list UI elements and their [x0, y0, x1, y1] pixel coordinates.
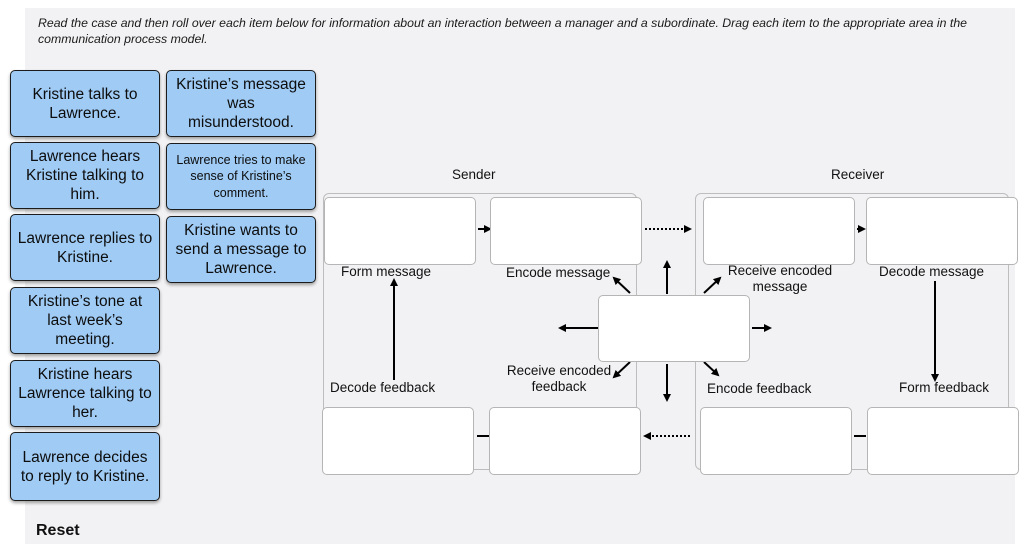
drop-zone-encode-feedback[interactable] — [700, 407, 852, 475]
label-decode-message: Decode message — [879, 264, 985, 279]
drag-item[interactable]: Kristine talks to Lawrence. — [10, 70, 160, 137]
drop-zone-form-feedback[interactable] — [867, 407, 1019, 475]
drop-zone-receive-encoded-message[interactable] — [703, 197, 855, 265]
sender-heading: Sender — [452, 167, 496, 182]
drag-item[interactable]: Lawrence decides to reply to Kristine. — [10, 432, 160, 501]
drag-item[interactable]: Kristine hears Lawrence talking to her. — [10, 360, 160, 427]
label-receive-encoded-message: Receive encoded message — [727, 263, 833, 294]
drop-zone-form-message[interactable] — [324, 197, 476, 265]
receiver-heading: Receiver — [831, 167, 885, 182]
label-encode-feedback: Encode feedback — [707, 381, 812, 396]
drag-item[interactable]: Kristine’s tone at last week’s meeting. — [10, 287, 160, 354]
label-form-message: Form message — [341, 264, 432, 279]
label-receive-encoded-feedback: Receive encoded feedback — [506, 363, 612, 394]
instructions-text: Read the case and then roll over each it… — [38, 16, 967, 46]
drop-zone-decode-feedback[interactable] — [322, 407, 474, 475]
drop-zone-noise[interactable] — [598, 295, 750, 362]
drag-item[interactable]: Lawrence hears Kristine talking to him. — [10, 142, 160, 209]
label-decode-feedback: Decode feedback — [330, 380, 436, 395]
label-encode-message: Encode message — [506, 265, 611, 280]
drop-zone-decode-message[interactable] — [866, 197, 1018, 265]
drag-item[interactable]: Kristine’s message was misunderstood. — [166, 70, 316, 137]
drop-zone-receive-encoded-feedback[interactable] — [489, 407, 641, 475]
label-form-feedback: Form feedback — [899, 380, 990, 395]
reset-button[interactable]: Reset — [36, 522, 80, 539]
drop-zone-encode-message[interactable] — [490, 197, 642, 265]
drag-item[interactable]: Kristine wants to send a message to Lawr… — [166, 216, 316, 283]
drag-item[interactable]: Lawrence tries to make sense of Kristine… — [166, 143, 316, 210]
drag-item[interactable]: Lawrence replies to Kristine. — [10, 214, 160, 281]
